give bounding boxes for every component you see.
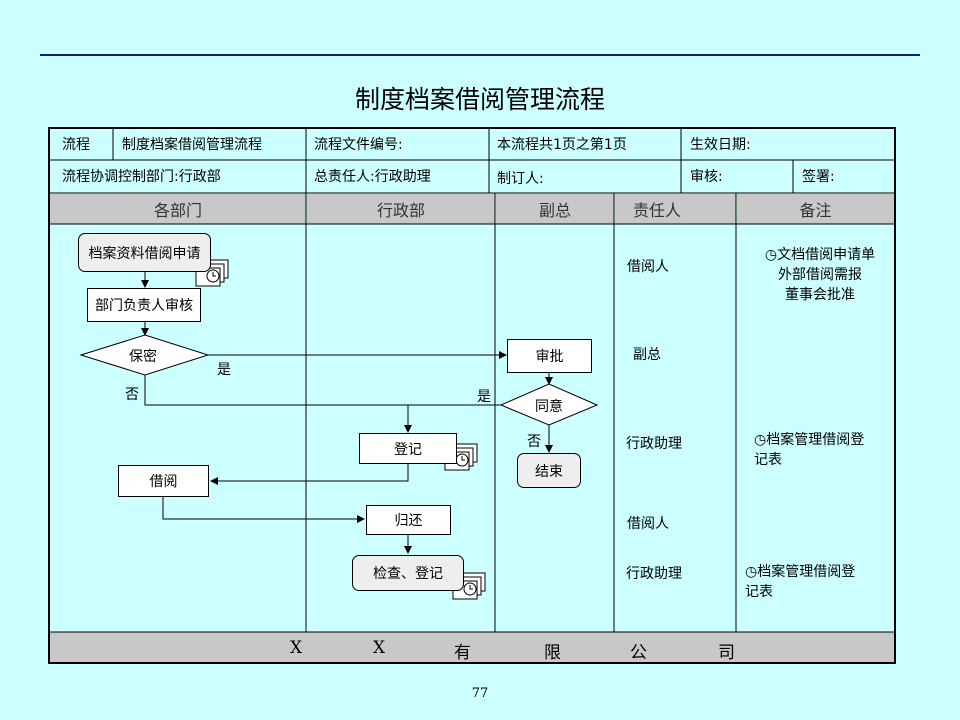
info-review: 审核: xyxy=(690,169,723,185)
node-register: 登记 xyxy=(359,433,457,464)
clock-icon: ◷ xyxy=(754,432,767,448)
edge-label-no: 否 xyxy=(527,434,541,450)
info-coord-dept: 流程协调控制部门:行政部 xyxy=(62,169,221,185)
node-agree-label: 同意 xyxy=(535,399,563,415)
clock-doc-icon xyxy=(444,443,478,471)
col-header-departments: 各部门 xyxy=(50,194,306,224)
page-number: 77 xyxy=(471,686,489,701)
node-dept-review: 部门负责人审核 xyxy=(87,288,201,322)
col-header-admin: 行政部 xyxy=(307,194,495,224)
footer-band xyxy=(50,632,894,662)
node-approve: 审批 xyxy=(507,339,592,373)
clock-icon: ◷ xyxy=(764,247,778,263)
footer-char: X xyxy=(373,638,386,658)
top-rule xyxy=(40,54,920,56)
note-block: ◷档案管理借阅登 记表 xyxy=(745,564,856,600)
responsible-item: 借阅人 xyxy=(627,259,669,275)
col-header-notes: 备注 xyxy=(737,194,894,224)
note-block: ◷文档借阅申请单 外部借阅需报 董事会批准 xyxy=(764,247,876,303)
node-secret-label: 保密 xyxy=(129,349,157,365)
edge-label-yes: 是 xyxy=(217,362,231,378)
responsible-item: 借阅人 xyxy=(627,516,669,532)
info-author: 制订人: xyxy=(497,171,544,187)
node-check: 检查、登记 xyxy=(352,555,464,591)
footer-char: X xyxy=(290,638,303,658)
col-header-vp: 副总 xyxy=(496,194,614,224)
footer-char: 司 xyxy=(718,643,735,663)
secret-decision-diamond xyxy=(79,334,210,376)
responsible-item: 行政助理 xyxy=(626,436,682,452)
info-process-name: 制度档案借阅管理流程 xyxy=(122,137,262,153)
node-return: 归还 xyxy=(366,505,451,535)
info-effective-date: 生效日期: xyxy=(690,137,751,153)
edge-label-no: 否 xyxy=(125,387,139,403)
info-signature: 签署: xyxy=(802,169,835,185)
footer-char: 限 xyxy=(544,643,561,663)
agree-decision-diamond xyxy=(499,383,599,426)
node-apply: 档案资料借阅申请 xyxy=(78,233,211,272)
process-table xyxy=(48,127,896,664)
edge-label-yes: 是 xyxy=(477,389,491,405)
clock-doc-icon xyxy=(452,572,486,600)
info-doc-number: 流程文件编号: xyxy=(314,137,403,153)
footer-char: 有 xyxy=(454,643,471,663)
info-process-label: 流程 xyxy=(62,137,90,153)
info-owner: 总责任人:行政助理 xyxy=(314,169,431,185)
col-header-responsible: 责任人 xyxy=(615,194,736,224)
clock-icon: ◷ xyxy=(745,564,758,580)
responsible-item: 行政助理 xyxy=(626,566,682,582)
footer-char: 公 xyxy=(630,643,647,663)
responsible-item: 副总 xyxy=(633,347,661,363)
note-block: ◷档案管理借阅登 记表 xyxy=(754,432,865,468)
node-borrow: 借阅 xyxy=(118,465,209,497)
node-end: 结束 xyxy=(517,453,581,488)
info-page-count: 本流程共1页之第1页 xyxy=(497,137,627,153)
page-title: 制度档案借阅管理流程 xyxy=(354,85,605,114)
